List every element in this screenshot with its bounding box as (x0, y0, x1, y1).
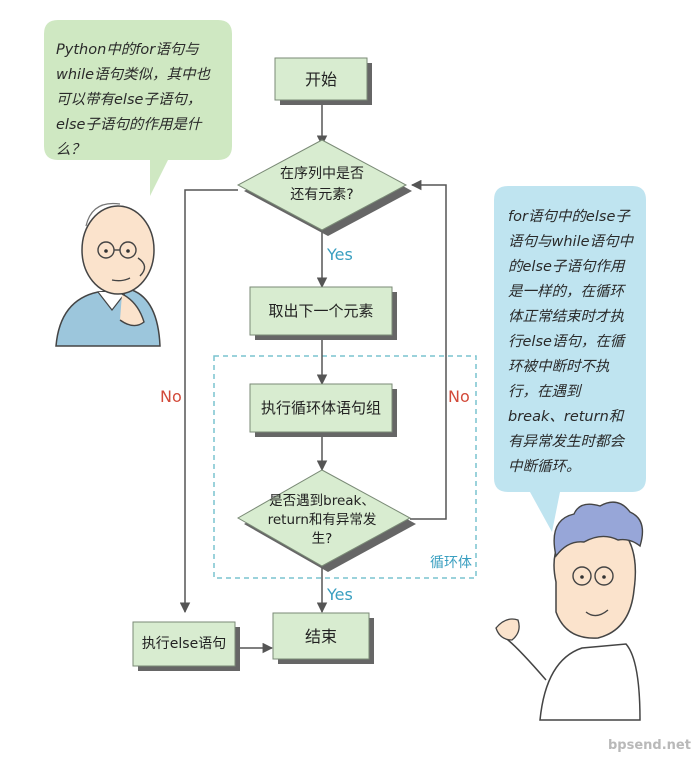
left-speech-bubble (44, 20, 232, 196)
no-label-right: No (448, 387, 470, 406)
end-node (272, 612, 374, 664)
connectors (179, 105, 447, 654)
take-next-label: 取出下一个元素 (268, 301, 374, 320)
explaining-man-illustration (495, 501, 644, 721)
watermark: bpsend.net (608, 738, 691, 753)
loop-body-frame (213, 355, 477, 579)
right-bubble-text: for语句中的else子语句与while语句中的else子语句作用是一样的，在循… (508, 209, 634, 475)
start-node (274, 57, 372, 105)
run-body-label: 执行循环体语句组 (260, 398, 381, 417)
break-label: 是否遇到break、return和有异常发生? (267, 492, 377, 547)
right-speech-bubble (494, 186, 646, 532)
thinking-man-illustration (55, 202, 161, 347)
has-more-label: 在序列中是否还有元素? (280, 166, 364, 203)
else-node (132, 621, 240, 671)
run-body-node (249, 383, 397, 437)
yes-label-1: Yes (327, 245, 353, 264)
yes-label-2: Yes (327, 585, 353, 604)
no-label-left: No (160, 387, 182, 406)
loop-body-label: 循环体 (430, 555, 472, 571)
start-label: 开始 (304, 69, 337, 89)
else-label: 执行else语句 (141, 635, 227, 652)
break-decision (236, 469, 416, 572)
take-next-node (249, 286, 397, 340)
end-label: 结束 (304, 626, 337, 646)
left-bubble-text: Python中的for语句与while语句类似，其中也可以带有else子语句，e… (56, 42, 211, 158)
has-more-decision (236, 139, 412, 236)
